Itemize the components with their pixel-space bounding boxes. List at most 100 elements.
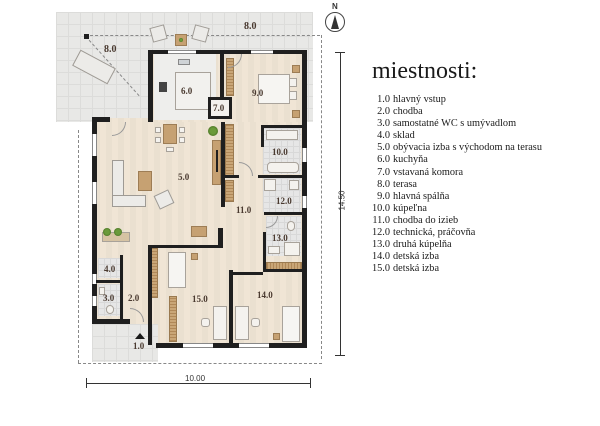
window-west-4 — [92, 296, 97, 306]
bedroom-wardrobe — [226, 58, 234, 96]
terrace-top-right — [300, 12, 313, 34]
window-east-2 — [302, 196, 307, 208]
room-label-second-bathroom: 13.0 — [272, 233, 288, 243]
wall-kids-north — [148, 245, 223, 248]
terrace-post — [84, 34, 89, 39]
roof-outline-right — [321, 35, 322, 359]
roof-outline-bottom — [78, 363, 322, 364]
shower — [264, 179, 276, 191]
room-label-kids-room-2: 14.0 — [257, 290, 273, 300]
wall-bath-south — [258, 175, 303, 178]
wc-sink — [99, 287, 105, 295]
wall-entry-south — [92, 319, 130, 324]
wall-util-south — [264, 212, 304, 215]
wall-bath-west — [261, 125, 264, 147]
wall-desk — [218, 228, 223, 246]
dining-chair-4 — [179, 137, 185, 143]
wall-bath2-west — [263, 232, 266, 272]
width-dim-tick-left — [86, 378, 87, 388]
wall-kids-divider — [229, 270, 233, 345]
dining-chair-5 — [166, 147, 174, 152]
kids-bed-1 — [168, 252, 186, 288]
wall-north-2 — [196, 50, 251, 54]
dining-chair-1 — [155, 127, 161, 133]
room-label-storage: 4.0 — [104, 264, 116, 274]
wall-kids-west — [148, 245, 152, 345]
bathroom-sinks — [266, 130, 298, 140]
room-label-bathroom: 10.0 — [272, 147, 288, 157]
room-label-pantry: 7.0 — [213, 103, 225, 113]
wall-storage-east — [120, 255, 123, 319]
kids-chair-1 — [201, 318, 210, 327]
wc-toilet — [106, 305, 114, 314]
wall-bath-north — [261, 125, 303, 128]
room-label-living-room: 5.0 — [178, 172, 190, 182]
dining-table — [163, 124, 177, 144]
entrance-arrow-icon — [135, 333, 145, 339]
pantry — [208, 97, 232, 119]
width-dimension: 10.00 — [185, 374, 206, 383]
wall-south — [156, 343, 307, 348]
nightstand-1 — [292, 65, 300, 73]
legend-title: miestnosti: — [372, 58, 478, 84]
kids-desk-1 — [213, 306, 227, 340]
kitchen-sink — [178, 59, 190, 65]
tv — [216, 150, 218, 172]
room-label-master-bedroom: 9.0 — [252, 88, 264, 98]
room-label-wc: 3.0 — [103, 293, 115, 303]
room-label-kids-room-1: 15.0 — [192, 294, 208, 304]
window-south-2 — [239, 343, 269, 348]
planter-plant-2 — [114, 228, 122, 236]
wall-west — [92, 117, 97, 324]
wall-north-1 — [148, 50, 168, 54]
window-south-1 — [183, 343, 213, 348]
window-east-1 — [302, 148, 307, 162]
kids-nightstand-2 — [273, 333, 280, 340]
indoor-plant — [208, 126, 218, 136]
sink-2 — [268, 246, 280, 254]
kids-bed-2 — [282, 306, 300, 342]
kids-nightstand-1 — [191, 253, 198, 260]
storage — [98, 258, 122, 278]
wall-living-north — [92, 117, 110, 122]
planter-plant-1 — [103, 228, 111, 236]
room-label-entrance: 1.0 — [133, 341, 145, 351]
master-bed — [258, 74, 290, 104]
kids-desk-2 — [235, 306, 249, 340]
room-label-utility: 12.0 — [276, 196, 292, 206]
room-label-hallway: 2.0 — [128, 293, 140, 303]
living-sofa-ext — [112, 195, 146, 207]
wall-corridor-2 — [221, 175, 239, 178]
table-plant — [179, 38, 183, 42]
height-dim-tick-bottom — [335, 355, 345, 356]
window-west-3 — [92, 274, 97, 284]
corridor-wardrobe-2 — [225, 180, 234, 202]
coffee-table — [138, 171, 152, 191]
north-arrow-icon — [331, 15, 339, 29]
window-west-2 — [92, 182, 97, 204]
wall-corridor — [221, 122, 225, 207]
room-label-terrace-left: 8.0 — [104, 44, 117, 55]
kids-room-1-wardrobe — [169, 296, 177, 342]
window-west-1 — [92, 134, 97, 156]
height-dimension: 14.50 — [337, 190, 347, 211]
dining-chair-3 — [179, 127, 185, 133]
width-dim-tick-right — [310, 378, 311, 388]
window-kitchen — [168, 50, 196, 54]
wall-kitchen-left — [148, 52, 153, 122]
dining-chair-2 — [155, 137, 161, 143]
compass — [325, 12, 345, 32]
